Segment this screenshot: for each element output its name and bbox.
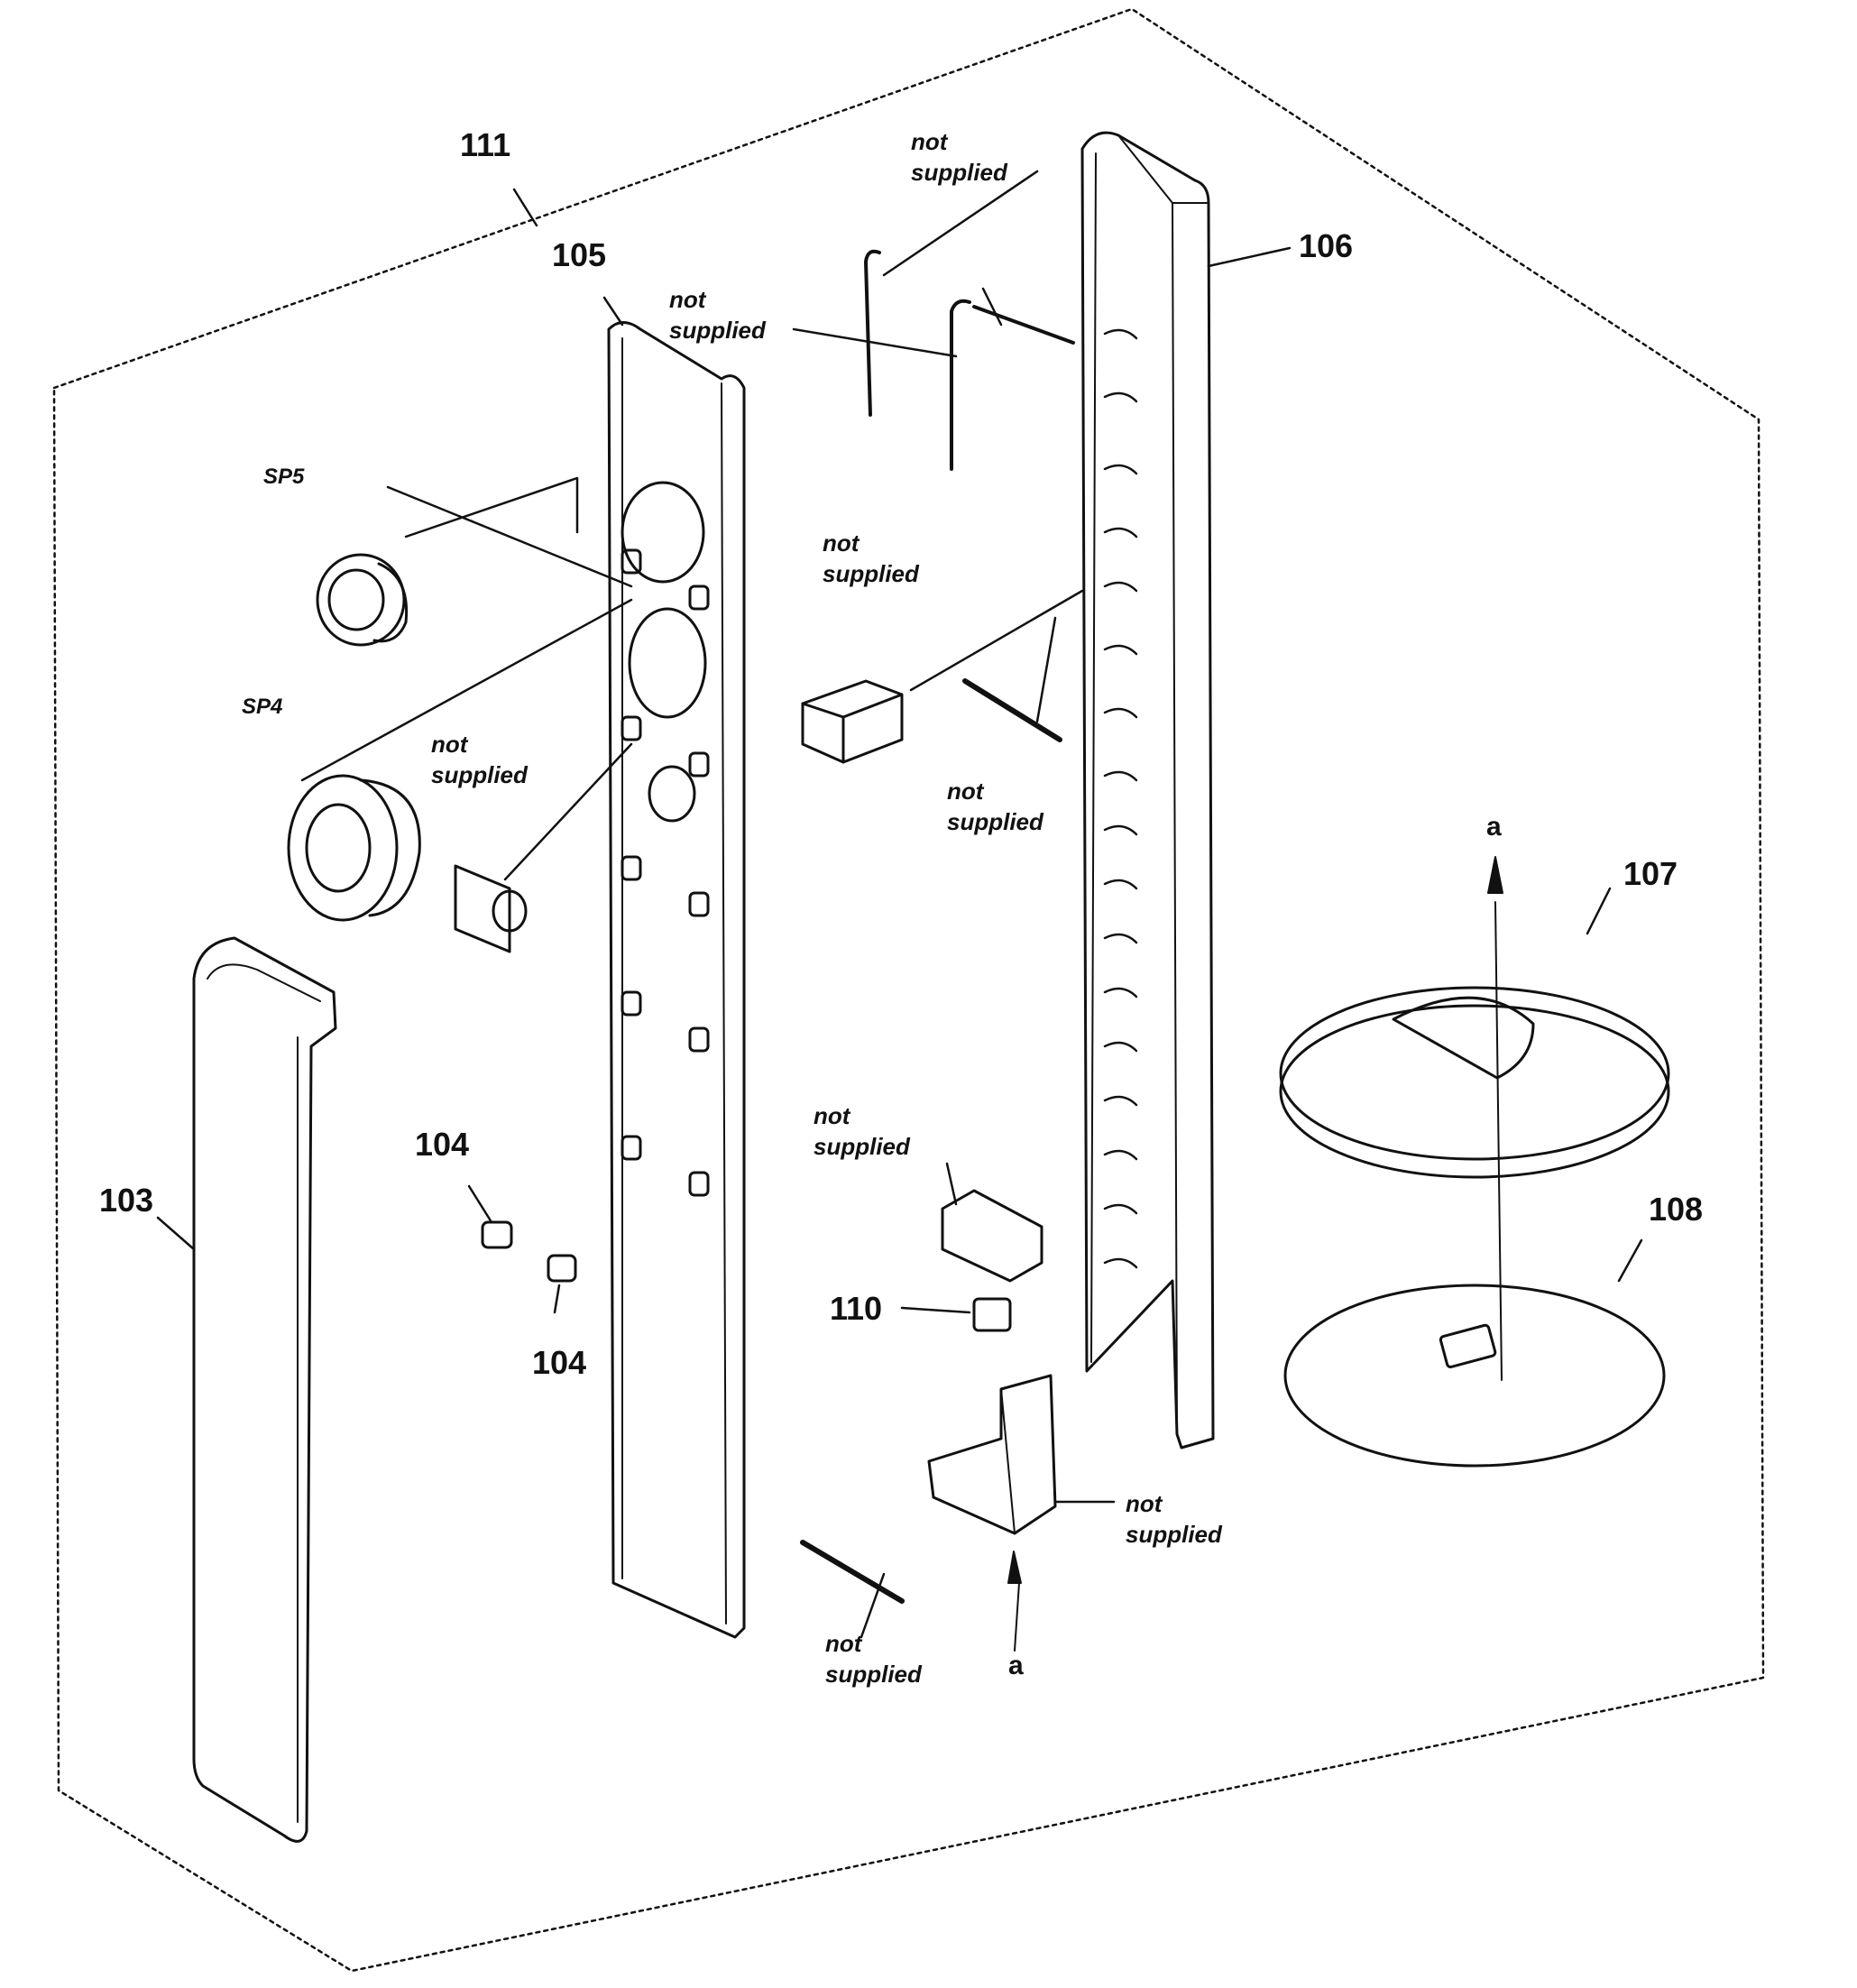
terminal-110: [972, 1297, 1012, 1332]
screw-104-b: [547, 1254, 577, 1283]
callout-108: 108: [1649, 1191, 1704, 1228]
leader-lines: [156, 170, 1643, 1639]
label-sp4: SP4: [242, 695, 283, 719]
tweeter-sp5: [316, 553, 409, 647]
rod-right-ns: [962, 678, 1062, 742]
woofer-sp4: [287, 774, 421, 922]
screw-104-a: [481, 1220, 513, 1249]
callout-105: 105: [552, 236, 607, 273]
callout-107: 107: [1623, 855, 1678, 892]
callout-111: 111: [460, 126, 511, 163]
rear-enclosure-106: [1080, 131, 1215, 1450]
base-plate-108: [1283, 1284, 1666, 1468]
front-baffle-105: [607, 321, 746, 1639]
callout-104-lower: 104: [532, 1344, 587, 1381]
side-cover-103: [192, 936, 337, 1843]
callout-110: 110: [830, 1290, 883, 1327]
base-bracket-ns: [927, 1374, 1057, 1535]
terminal-bracket-ns: [941, 1189, 1043, 1283]
label-sp5: SP5: [263, 465, 305, 489]
marker-a-top: a: [1486, 812, 1502, 842]
callout-103: 103: [99, 1182, 154, 1219]
wires-top: [864, 249, 1075, 471]
package-boundary: [52, 7, 1765, 1973]
marker-a-bottom: a: [1008, 1651, 1024, 1680]
callout-106: 106: [1299, 227, 1354, 264]
callout-104-upper: 104: [415, 1126, 470, 1163]
ring-plate-107: [1279, 986, 1670, 1179]
small-driver-ns: [454, 864, 528, 953]
damping-block-ns: [801, 679, 904, 764]
rod-bottom-ns: [800, 1540, 905, 1604]
reference-axis-a: [1007, 856, 1503, 1652]
